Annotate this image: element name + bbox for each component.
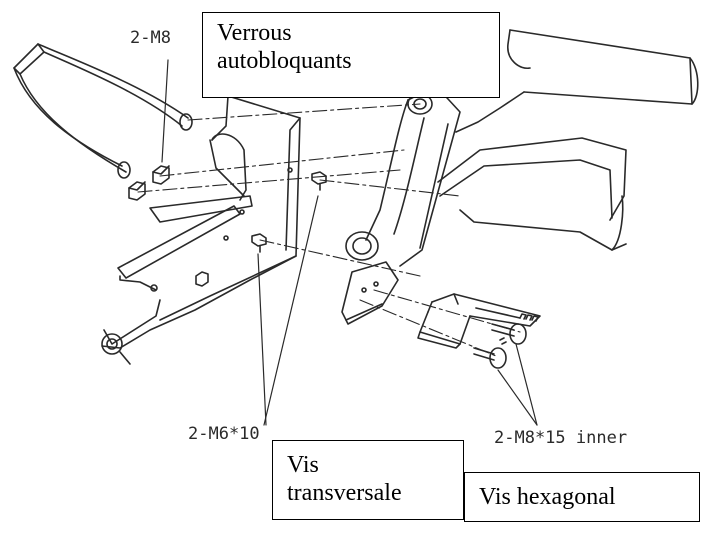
- label-m6-screw: 2-M6*10: [188, 424, 260, 444]
- callout-locking-nuts: Verrous autobloquants: [202, 12, 500, 98]
- leader-lines: [161, 59, 538, 426]
- callout-cross-screw-line2: transversale: [287, 480, 402, 507]
- clamp-bracket: [417, 293, 541, 349]
- left-bracket: [101, 95, 301, 365]
- handle-bar: [13, 43, 193, 179]
- callout-hex-screw-line1: Vis hexagonal: [479, 484, 616, 510]
- locking-nuts: [128, 165, 170, 201]
- label-m8-bolt: 2-M8*15 inner: [494, 428, 628, 448]
- callout-locking-nuts-line2: autobloquants: [217, 48, 352, 75]
- m6-screws: [251, 171, 327, 253]
- callout-hex-screw: Vis hexagonal: [464, 472, 700, 522]
- callout-cross-screw-line1: Vis: [287, 452, 319, 478]
- label-m8-nut: 2-M8: [130, 28, 171, 48]
- right-frame: [341, 29, 699, 325]
- alignment-lines: [137, 103, 521, 357]
- callout-cross-screw: Vis transversale: [272, 440, 464, 520]
- m8-bolts: [473, 323, 527, 369]
- callout-locking-nuts-line1: Verrous: [217, 20, 292, 46]
